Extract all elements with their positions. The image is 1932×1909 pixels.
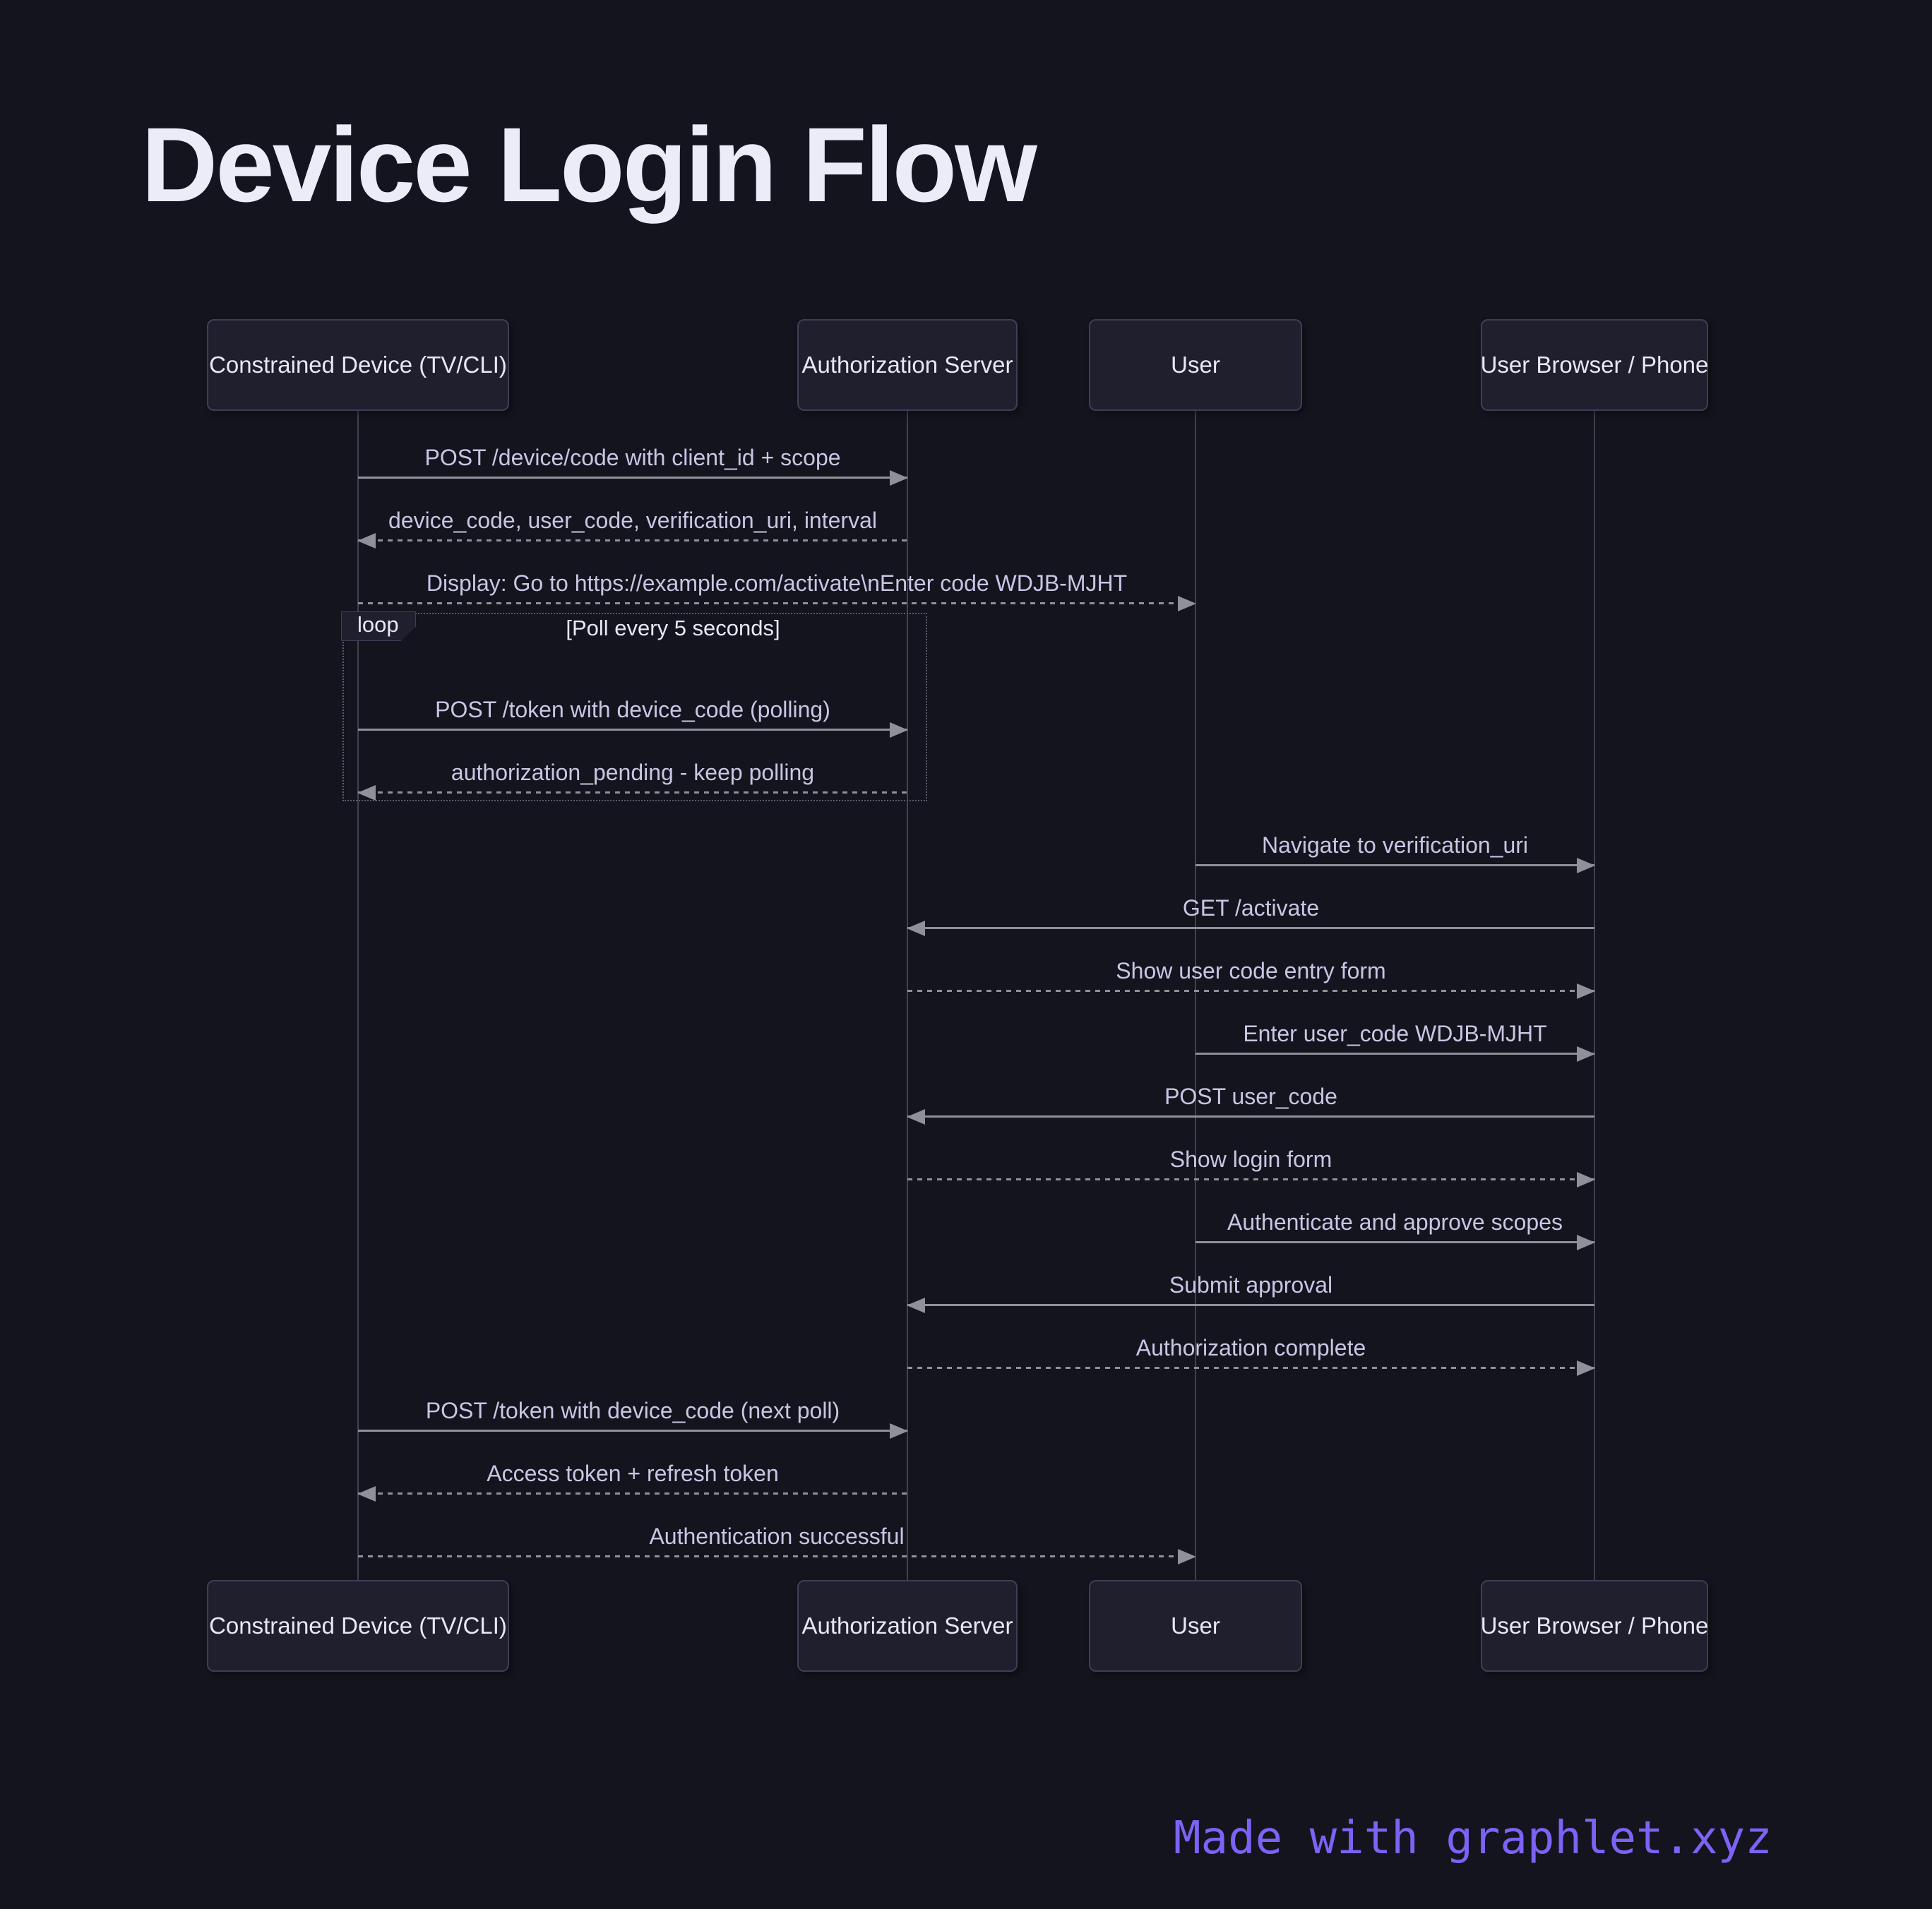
message-line <box>907 1304 1594 1306</box>
message-label: authorization_pending - keep polling <box>451 760 815 785</box>
arrowhead-icon <box>1178 1548 1196 1564</box>
message-6: GET /activate <box>907 892 1594 943</box>
message-3: POST /token with device_code (polling) <box>358 694 908 745</box>
message-10: Show login form <box>907 1144 1595 1195</box>
loop-condition: [Poll every 5 seconds] <box>566 616 780 640</box>
actor-box-bottom-user: User <box>1089 1580 1302 1672</box>
message-label: Navigate to verification_uri <box>1261 832 1529 858</box>
message-label: GET /activate <box>1182 895 1320 921</box>
arrowhead-icon <box>1577 857 1595 873</box>
message-9: POST user_code <box>907 1081 1594 1132</box>
loop-label: loop <box>341 611 416 641</box>
message-line <box>358 602 1195 604</box>
message-line <box>907 1115 1594 1118</box>
actor-box-top-auth: Authorization Server <box>797 319 1018 411</box>
message-label: Show login form <box>1169 1147 1332 1172</box>
message-0: POST /device/code with client_id + scope <box>358 442 908 493</box>
message-line <box>1195 1053 1594 1055</box>
arrowhead-icon <box>1577 1171 1595 1187</box>
message-line <box>358 1555 1195 1557</box>
message-14: POST /token with device_code (next poll) <box>358 1395 908 1446</box>
arrowhead-icon <box>357 532 376 549</box>
message-line <box>907 990 1594 992</box>
message-8: Enter user_code WDJB-MJHT <box>1195 1018 1595 1069</box>
arrowhead-icon <box>1577 1046 1595 1062</box>
arrowhead-icon <box>1178 595 1196 611</box>
page-title: Device Login Flow <box>141 105 1037 224</box>
message-line <box>358 729 907 731</box>
message-13: Authorization complete <box>907 1332 1595 1383</box>
message-line <box>1195 1241 1594 1243</box>
lifeline-user <box>1195 411 1196 1580</box>
actor-box-top-browser: User Browser / Phone <box>1481 319 1708 411</box>
credit-text: Made with graphlet.xyz <box>1174 1812 1772 1865</box>
message-line <box>358 1492 907 1495</box>
message-line <box>1195 864 1594 866</box>
message-label: Authorization complete <box>1135 1335 1366 1360</box>
message-line <box>907 1367 1594 1369</box>
message-label: Authenticate and approve scopes <box>1227 1209 1563 1235</box>
message-label: device_code, user_code, verification_uri… <box>388 508 877 533</box>
message-label: Submit approval <box>1169 1272 1333 1298</box>
actor-box-top-user: User <box>1089 319 1302 411</box>
message-label: POST /token with device_code (next poll) <box>425 1398 840 1423</box>
actor-box-bottom-auth: Authorization Server <box>797 1580 1018 1672</box>
arrowhead-icon <box>1577 1360 1595 1376</box>
message-7: Show user code entry form <box>907 955 1595 1006</box>
message-label: Access token + refresh token <box>487 1461 779 1486</box>
arrowhead-icon <box>890 1423 908 1439</box>
message-16: Authentication successful <box>358 1521 1196 1572</box>
arrowhead-icon <box>890 722 908 738</box>
message-11: Authenticate and approve scopes <box>1195 1207 1595 1257</box>
message-label: Show user code entry form <box>1116 958 1386 983</box>
arrowhead-icon <box>1577 1234 1595 1250</box>
arrowhead-icon <box>357 1485 376 1502</box>
message-line <box>358 539 907 541</box>
loop-frame <box>342 613 927 801</box>
message-label: Display: Go to https://example.com/activ… <box>426 570 1128 596</box>
message-1: device_code, user_code, verification_uri… <box>357 505 907 556</box>
actor-box-bottom-device: Constrained Device (TV/CLI) <box>207 1580 509 1672</box>
message-label: POST /token with device_code (polling) <box>435 697 830 722</box>
message-label: POST user_code <box>1164 1084 1337 1109</box>
arrowhead-icon <box>907 1108 925 1125</box>
message-line <box>358 477 907 479</box>
arrowhead-icon <box>907 1297 925 1313</box>
message-4: authorization_pending - keep polling <box>357 757 907 808</box>
message-label: Enter user_code WDJB-MJHT <box>1243 1021 1547 1046</box>
message-line <box>907 927 1594 929</box>
message-label: Authentication successful <box>649 1524 905 1549</box>
message-12: Submit approval <box>907 1269 1594 1320</box>
message-15: Access token + refresh token <box>357 1458 907 1509</box>
message-line <box>358 791 907 794</box>
message-line <box>358 1430 907 1432</box>
arrowhead-icon <box>907 920 925 936</box>
actor-box-top-device: Constrained Device (TV/CLI) <box>207 319 509 411</box>
arrowhead-icon <box>890 469 908 486</box>
arrowhead-icon <box>357 784 376 801</box>
message-label: POST /device/code with client_id + scope <box>424 445 841 470</box>
message-5: Navigate to verification_uri <box>1195 830 1595 880</box>
message-2: Display: Go to https://example.com/activ… <box>358 568 1196 618</box>
actor-box-bottom-browser: User Browser / Phone <box>1481 1580 1708 1672</box>
arrowhead-icon <box>1577 983 1595 999</box>
lifeline-auth <box>907 411 908 1580</box>
lifeline-device <box>357 411 359 1580</box>
message-line <box>907 1178 1594 1180</box>
